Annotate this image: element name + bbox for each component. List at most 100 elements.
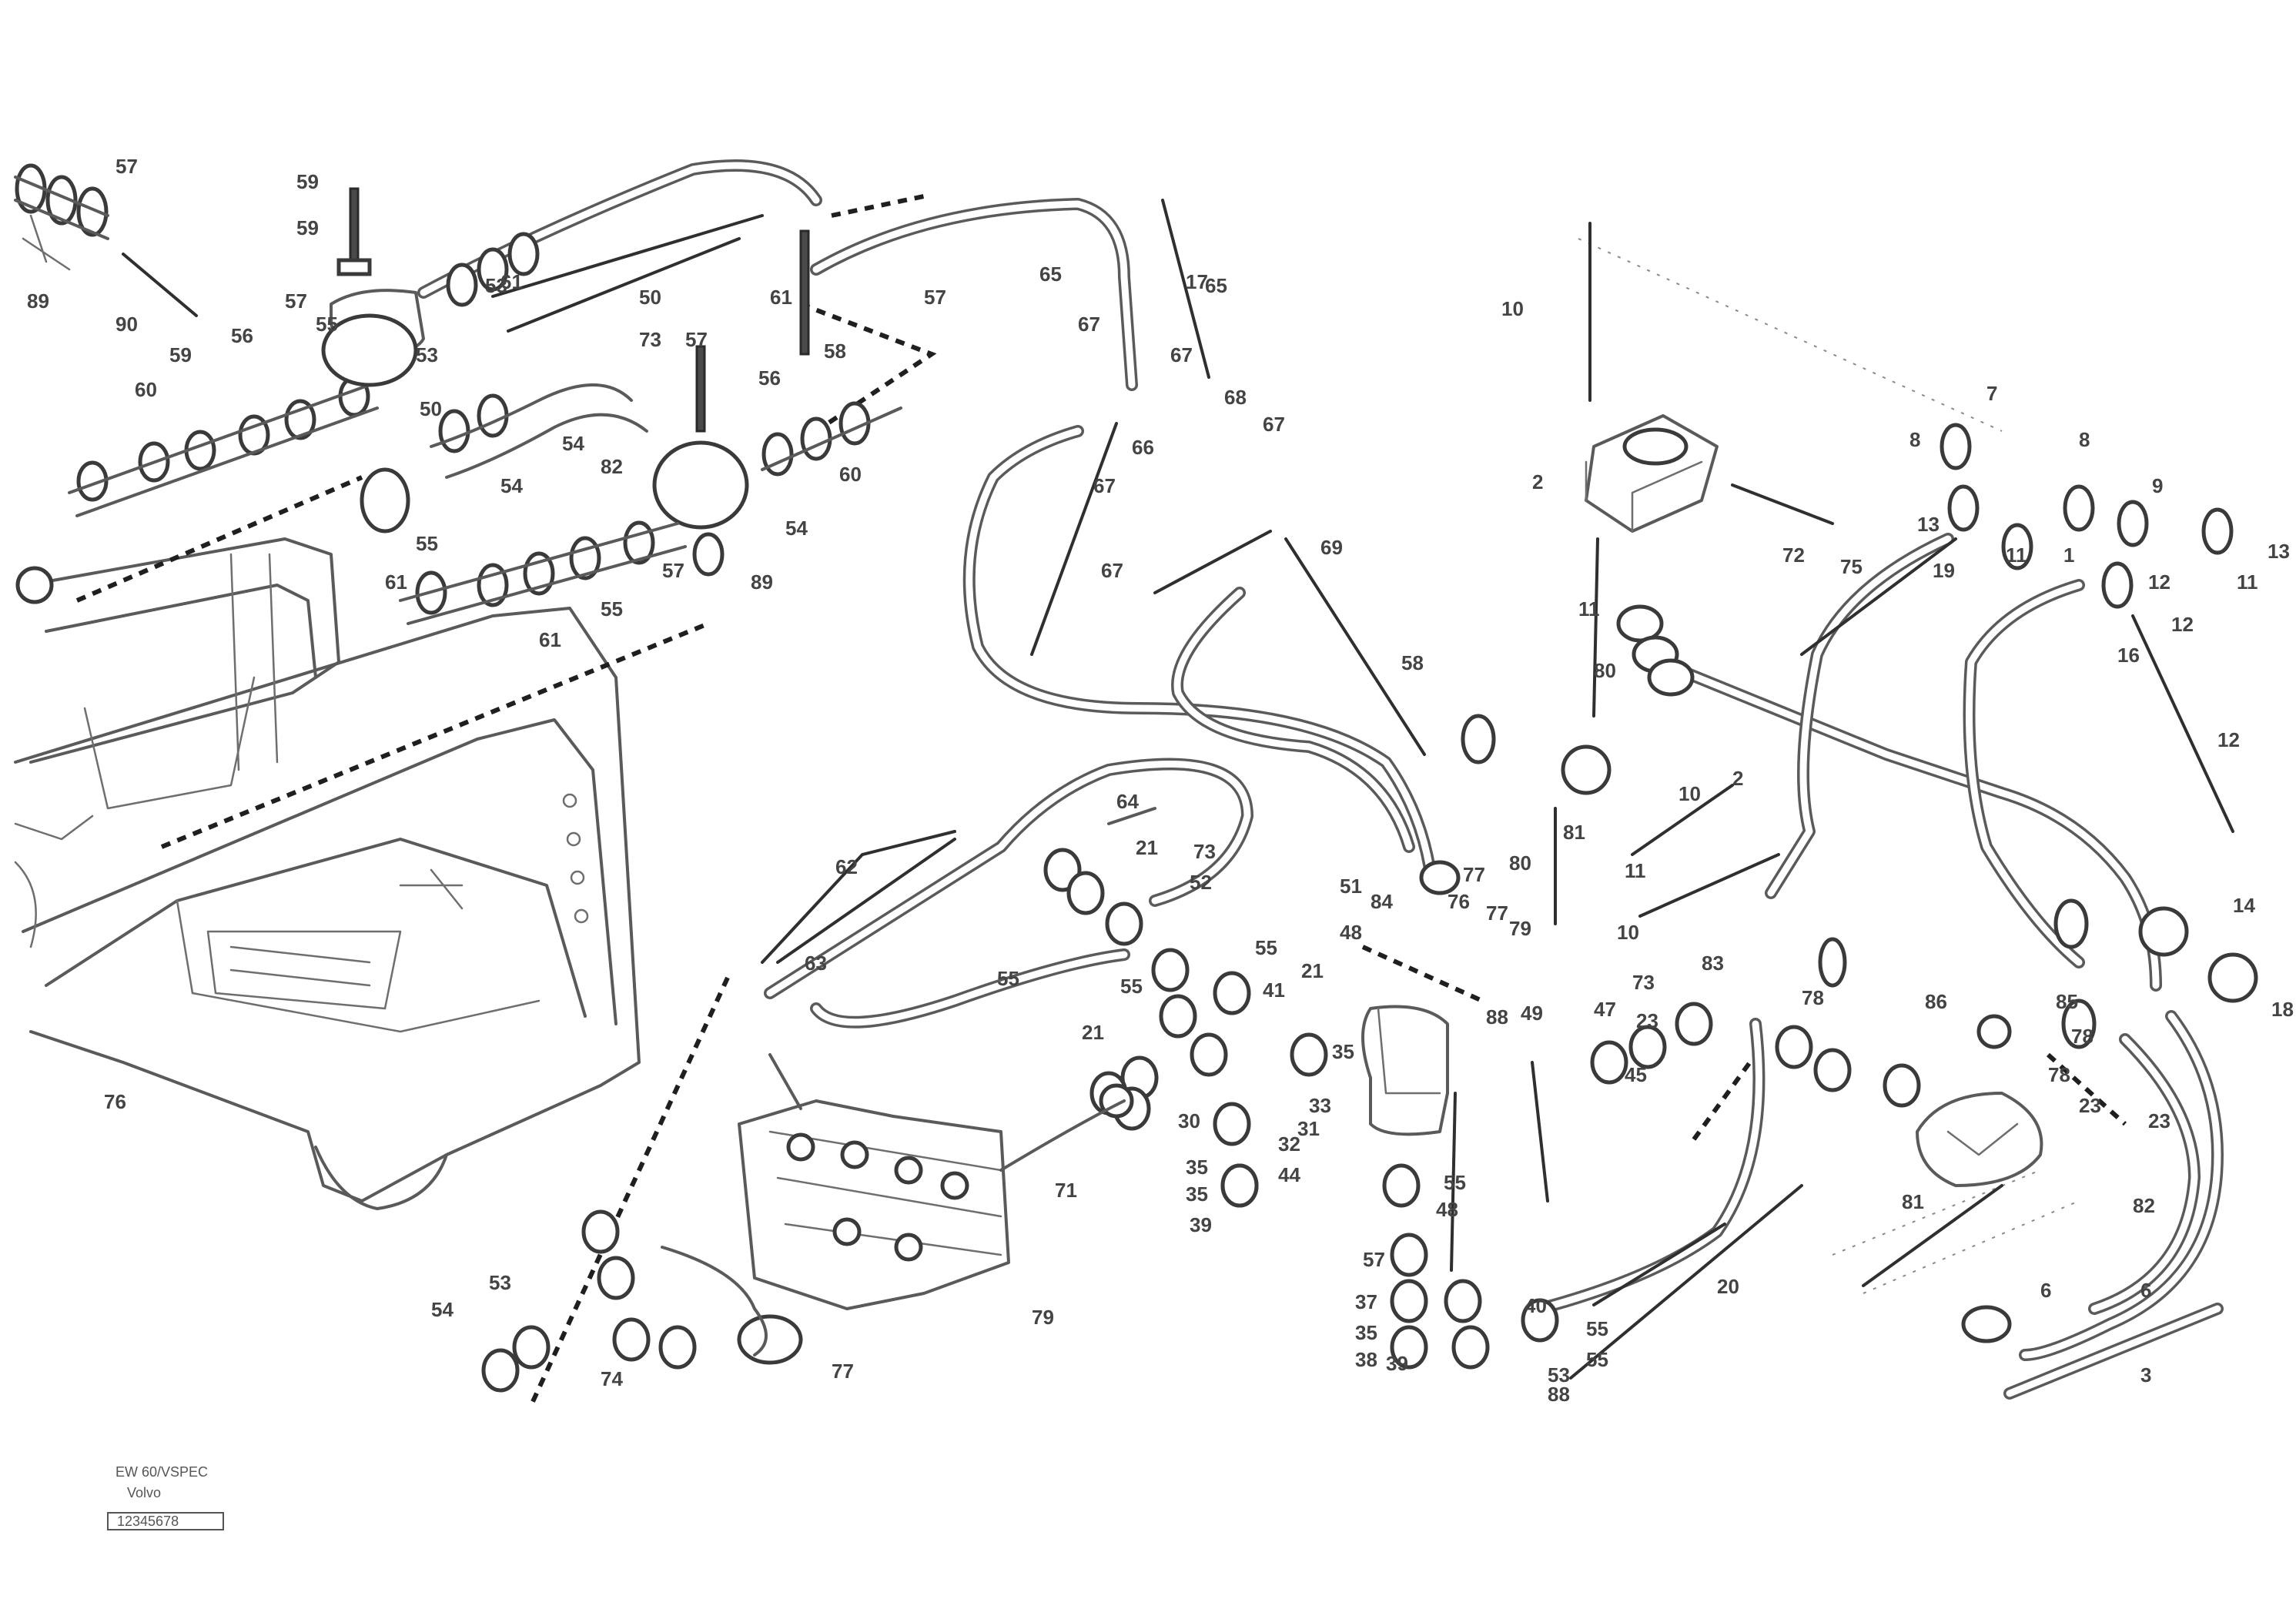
callout-79: 79 <box>1032 1306 1054 1329</box>
callout-2: 2 <box>1532 470 1543 493</box>
callout-16: 16 <box>2117 644 2140 667</box>
callout-57: 57 <box>115 155 138 178</box>
callout-73: 73 <box>1632 971 1655 994</box>
callout-71: 71 <box>1055 1179 1077 1202</box>
callout-55: 55 <box>1586 1348 1608 1371</box>
callout-39: 39 <box>1190 1213 1212 1236</box>
callout-67: 67 <box>1093 474 1116 497</box>
callout-86: 86 <box>1925 990 1947 1013</box>
callout-88: 88 <box>1548 1383 1570 1406</box>
callout-50: 50 <box>420 397 442 420</box>
callout-55: 55 <box>316 313 338 336</box>
callout-10: 10 <box>1678 782 1701 805</box>
callout-41: 41 <box>1263 978 1285 1002</box>
callout-35: 35 <box>1332 1040 1354 1063</box>
callout-64: 64 <box>1116 790 1139 813</box>
callout-21: 21 <box>1082 1021 1104 1044</box>
callout-6: 6 <box>2140 1279 2151 1302</box>
callout-53: 53 <box>485 274 507 297</box>
stamp-line-3: 12345678 <box>117 1514 179 1529</box>
callout-40: 40 <box>1525 1294 1547 1317</box>
callout-74: 74 <box>601 1367 623 1390</box>
callout-8: 8 <box>1909 428 1920 451</box>
callout-8: 8 <box>2079 428 2090 451</box>
callout-69: 69 <box>1320 536 1343 559</box>
callout-55: 55 <box>1586 1317 1608 1340</box>
callout-32: 32 <box>1278 1132 1300 1156</box>
misc-fittings <box>481 423 2258 1393</box>
callout-67: 67 <box>1263 413 1285 436</box>
callout-2: 2 <box>1732 767 1743 790</box>
callout-54: 54 <box>562 432 584 455</box>
callout-72: 72 <box>1782 544 1805 567</box>
upper-left-fittings <box>14 163 902 625</box>
callout-88: 88 <box>1486 1005 1508 1029</box>
callout-30: 30 <box>1178 1109 1200 1132</box>
callout-76: 76 <box>1448 890 1470 913</box>
callout-85: 85 <box>2056 990 2078 1013</box>
callout-12: 12 <box>2148 570 2170 594</box>
callout-33: 33 <box>1309 1094 1331 1117</box>
callout-1: 1 <box>2063 544 2074 567</box>
callout-80: 80 <box>1509 851 1531 875</box>
callout-59: 59 <box>169 343 192 366</box>
callout-13: 13 <box>1917 513 1940 536</box>
callout-23: 23 <box>2079 1094 2101 1117</box>
callout-55: 55 <box>1120 975 1143 998</box>
callout-19: 19 <box>1933 559 1955 582</box>
stamp-line-1: EW 60/VSPEC <box>115 1464 208 1480</box>
callout-55: 55 <box>601 597 623 621</box>
callout-55: 55 <box>997 967 1019 990</box>
callout-65: 65 <box>1205 274 1227 297</box>
callout-78: 78 <box>1802 986 1824 1009</box>
callout-79: 79 <box>1509 917 1531 940</box>
callout-61: 61 <box>770 286 792 309</box>
callout-78: 78 <box>2048 1063 2070 1086</box>
callout-59: 59 <box>296 170 319 193</box>
callout-39: 39 <box>1386 1352 1408 1375</box>
callout-82: 82 <box>601 455 623 478</box>
callout-67: 67 <box>1170 343 1193 366</box>
callout-58: 58 <box>1401 651 1424 674</box>
callout-45: 45 <box>1625 1063 1647 1086</box>
callout-58: 58 <box>824 340 846 363</box>
callout-57: 57 <box>685 328 708 351</box>
callout-11: 11 <box>1625 859 1646 882</box>
callout-63: 63 <box>805 952 827 975</box>
callout-89: 89 <box>751 570 773 594</box>
leader-lines <box>761 199 2234 1380</box>
callout-12: 12 <box>2171 613 2194 636</box>
callout-73: 73 <box>639 328 661 351</box>
callout-56: 56 <box>758 366 781 390</box>
callout-6: 6 <box>2040 1279 2051 1302</box>
callout-48: 48 <box>1436 1198 1458 1221</box>
callout-80: 80 <box>1594 659 1616 682</box>
callout-90: 90 <box>115 313 138 336</box>
callout-56: 56 <box>231 324 253 347</box>
callout-51: 51 <box>1340 875 1362 898</box>
callout-20: 20 <box>1717 1275 1739 1298</box>
callout-21: 21 <box>1301 959 1324 982</box>
callout-89: 89 <box>27 289 49 313</box>
valve-blocks <box>738 414 2043 1310</box>
upper-hoses <box>417 159 1438 1029</box>
callout-54: 54 <box>431 1298 454 1321</box>
callout-37: 37 <box>1355 1290 1377 1313</box>
callout-54: 54 <box>500 474 523 497</box>
callout-55: 55 <box>416 532 438 555</box>
callout-57: 57 <box>662 559 684 582</box>
callout-7: 7 <box>1986 382 1997 405</box>
callout-35: 35 <box>1186 1156 1208 1179</box>
callout-49: 49 <box>1521 1002 1543 1025</box>
callout-10: 10 <box>1617 921 1639 944</box>
callout-57: 57 <box>924 286 946 309</box>
callout-35: 35 <box>1355 1321 1377 1344</box>
callout-73: 73 <box>1193 840 1216 863</box>
callout-13: 13 <box>2268 540 2290 563</box>
callout-78: 78 <box>2071 1025 2094 1048</box>
callout-23: 23 <box>2148 1109 2170 1132</box>
callout-68: 68 <box>1224 386 1247 409</box>
callout-82: 82 <box>2133 1194 2155 1217</box>
callout-61: 61 <box>385 570 407 594</box>
